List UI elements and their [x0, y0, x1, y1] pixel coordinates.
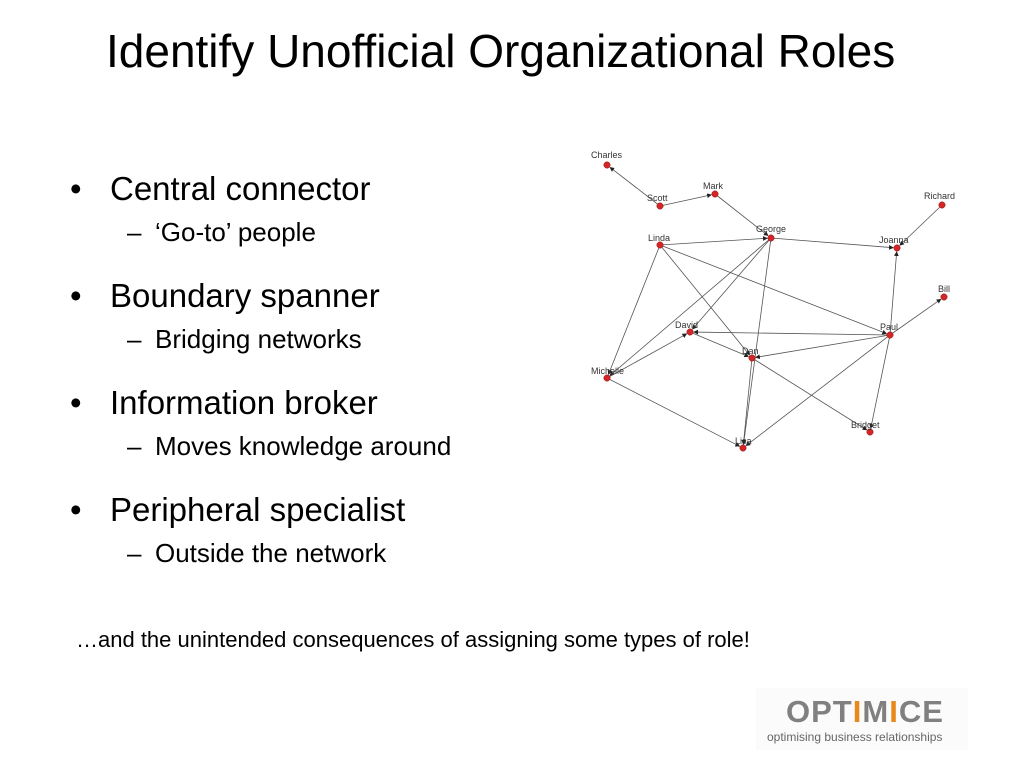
edge-michelle-david [606, 333, 688, 379]
node-bill: Bill [938, 284, 950, 301]
slide-title: Identify Unofficial Organizational Roles [106, 25, 896, 77]
node-richard: Richard [924, 191, 955, 209]
node-label: Linda [648, 233, 670, 243]
edge-linda-george [659, 236, 768, 246]
node-label: Bridget [851, 420, 880, 430]
node-dot [739, 444, 747, 452]
node-label: David [675, 320, 698, 330]
sub-bullet-moves-knowledge: –Moves knowledge around [70, 426, 560, 487]
node-george: George [756, 224, 786, 242]
edge-paul-dan [755, 334, 891, 360]
sub-bullet-dash: – [127, 324, 142, 354]
edge-george-lisa [741, 237, 772, 445]
bullet-peripheral-specialist: • Peripheral specialist [70, 487, 560, 533]
edge-paul-joanna [889, 251, 899, 336]
edge-dan-bridget [751, 357, 868, 431]
node-paul: Paul [880, 322, 898, 339]
bullet-label: Boundary spanner [110, 277, 380, 314]
edge-paul-bridget [869, 334, 891, 429]
node-label: Charles [591, 150, 623, 160]
footer-note: …and the unintended consequences of assi… [76, 627, 750, 652]
sub-bullet-label: ‘Go-to’ people [155, 217, 316, 247]
bullet-dot: • [70, 384, 82, 421]
edge-george-david [692, 237, 772, 330]
edge-paul-bill [889, 298, 942, 336]
node-label: Lisa [735, 436, 752, 446]
node-david: David [675, 320, 698, 336]
bullet-label: Peripheral specialist [110, 491, 406, 528]
sub-bullet-dash: – [127, 217, 142, 247]
sub-bullet-bridging-networks: –Bridging networks [70, 319, 560, 380]
node-label: George [756, 224, 786, 234]
node-dot [866, 428, 874, 436]
node-label: Paul [880, 322, 898, 332]
sub-bullet-go-to-people: –‘Go-to’ people [70, 212, 560, 273]
network-edges [606, 166, 943, 447]
node-dot [886, 331, 894, 339]
edge-dan-lisa [741, 357, 753, 445]
node-label: Scott [647, 193, 668, 203]
sub-bullet-label: Outside the network [155, 538, 387, 568]
bullet-dot: • [70, 491, 82, 528]
edge-linda-paul [659, 244, 888, 335]
sub-bullet-label: Bridging networks [155, 324, 362, 354]
node-label: Bill [938, 284, 950, 294]
edge-michelle-lisa [606, 377, 741, 447]
node-linda: Linda [648, 233, 670, 249]
bullet-label: Central connector [110, 170, 371, 207]
bullet-list: •Central connector –‘Go-to’ people •Boun… [70, 166, 560, 594]
edge-mark-george [714, 193, 769, 237]
logo-tagline: optimising business relationships [767, 730, 943, 744]
bullet-dot: • [70, 170, 82, 207]
node-lisa: Lisa [735, 436, 752, 452]
sub-bullet-label: Moves knowledge around [155, 431, 452, 461]
optimice-logo: OPTIMICE optimising business relationshi… [756, 688, 968, 750]
edge-paul-david [693, 329, 891, 336]
sub-bullet-outside-network: –Outside the network [70, 533, 560, 594]
edge-paul-lisa [745, 334, 891, 447]
bullet-information-broker: • Information broker [70, 380, 560, 426]
bullet-central-connector: • Central connector [70, 166, 560, 212]
node-michelle: Michelle [591, 366, 624, 382]
edge-linda-michelle [607, 244, 661, 376]
bullet-boundary-spanner: • Boundary spanner [70, 273, 560, 319]
node-scott: Scott [647, 193, 668, 210]
sub-bullet-dash: – [127, 431, 142, 461]
sub-bullet-dash: – [127, 538, 142, 568]
node-dot [686, 328, 694, 336]
node-label: Mark [703, 181, 723, 191]
bullet-label: Information broker [110, 384, 378, 421]
node-dan: Dan [742, 346, 759, 362]
edge-george-joanna [770, 237, 894, 250]
edge-richard-joanna [899, 204, 943, 246]
node-dot [767, 234, 775, 242]
node-bridget: Bridget [851, 420, 880, 436]
edge-george-michelle [609, 237, 772, 376]
edge-david-dan [689, 331, 750, 358]
node-label: Dan [742, 346, 759, 356]
node-charles: Charles [591, 150, 623, 169]
logo-wordmark: OPTIMICE [786, 694, 944, 729]
node-dot [711, 190, 719, 198]
edge-scott-mark [659, 193, 712, 207]
node-dot [938, 201, 946, 209]
node-label: Richard [924, 191, 955, 201]
edge-scott-charles [609, 166, 661, 207]
node-dot [893, 244, 901, 252]
edge-linda-dan [659, 244, 750, 356]
node-label: Michelle [591, 366, 624, 376]
node-mark: Mark [703, 181, 723, 198]
node-dot [656, 202, 664, 210]
node-dot [603, 161, 611, 169]
node-dot [940, 293, 948, 301]
node-dot [603, 374, 611, 382]
node-dot [748, 354, 756, 362]
node-dot [656, 241, 664, 249]
node-label: Joanna [879, 235, 909, 245]
bullet-dot: • [70, 277, 82, 314]
node-joanna: Joanna [879, 235, 909, 252]
